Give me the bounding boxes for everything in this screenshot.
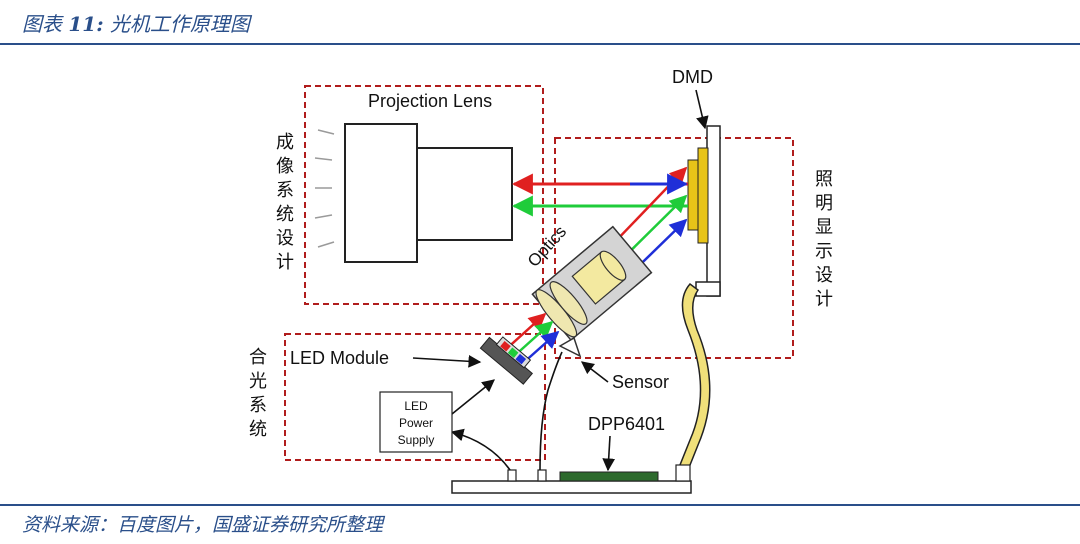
caption-prefix: 图表 (22, 12, 69, 36)
figure-caption: 图表 11: 光机工作原理图 (22, 8, 250, 37)
source-rule (0, 504, 1080, 506)
projection-lens-label: Projection Lens (368, 91, 492, 111)
imaging-char: 统 (276, 204, 294, 225)
wire-power-led (451, 379, 495, 415)
dpp-chip (559, 471, 659, 482)
combining-char: 系 (249, 395, 267, 416)
illumination-char: 明 (815, 193, 833, 214)
combining-region-label: 合 光 系 统 (249, 347, 267, 440)
source-note: 资料来源：百度图片，国盛证券研究所整理 (22, 514, 384, 536)
illumination-char: 计 (815, 289, 833, 310)
projection-lens (344, 123, 513, 263)
caption-title: 光机工作原理图 (109, 12, 250, 36)
dmd-assembly (687, 125, 721, 297)
flex-cable (679, 282, 711, 472)
caption-number: 11: (68, 12, 104, 36)
imaging-char: 设 (276, 228, 294, 249)
imaging-char: 像 (276, 156, 294, 177)
sensor-label: Sensor (612, 372, 669, 392)
combining-char: 合 (249, 347, 267, 368)
illumination-char: 示 (815, 241, 833, 262)
sensor-pointer (580, 361, 609, 383)
imaging-region-box (304, 85, 544, 305)
illumination-char: 显 (815, 217, 833, 238)
optics-tube (531, 225, 653, 342)
illumination-region-box (554, 137, 794, 359)
dpp-pointer (602, 435, 616, 472)
connector-right (537, 469, 547, 482)
imaging-char: 成 (276, 132, 294, 153)
led-power-supply (379, 391, 453, 453)
illumination-char: 设 (815, 265, 833, 286)
dmd-connector (675, 464, 691, 482)
sensor (558, 336, 582, 358)
caption-rule (0, 43, 1080, 45)
combining-char: 光 (249, 371, 267, 392)
dmd-label: DMD (672, 67, 713, 87)
dpp-label: DPP6401 (588, 414, 665, 434)
emission-rays (314, 129, 335, 248)
power-supply-line1: LED (404, 399, 428, 413)
optics-label: Optics (524, 222, 570, 271)
power-supply-line2: Power (399, 416, 433, 430)
illumination-char: 照 (815, 169, 833, 190)
power-supply-line3: Supply (398, 433, 435, 447)
imaging-region-label: 成 像 系 统 设 计 (276, 132, 294, 273)
combining-region-box (284, 333, 546, 461)
led-module (479, 336, 534, 385)
led-module-pointer (412, 354, 482, 368)
imaging-char: 计 (276, 252, 294, 273)
led-module-label: LED Module (290, 348, 389, 368)
wire-led-sensor (539, 351, 563, 471)
connector-left (507, 469, 517, 482)
dmd-pointer (695, 89, 709, 130)
combining-char: 统 (249, 419, 267, 440)
main-board (451, 480, 692, 494)
imaging-char: 系 (276, 180, 294, 201)
wire-power-board (450, 428, 511, 471)
illumination-region-label: 照 明 显 示 设 计 (815, 169, 833, 310)
